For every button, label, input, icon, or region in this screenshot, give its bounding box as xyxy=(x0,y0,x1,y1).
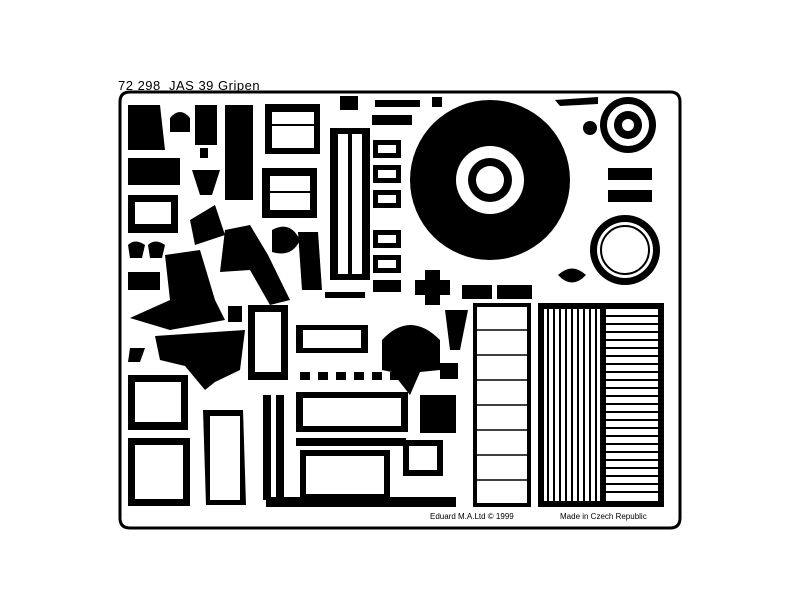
part-4 xyxy=(200,148,208,158)
part-35-panel xyxy=(538,303,664,507)
part-18-box xyxy=(265,104,320,154)
manufacturer-credit: Eduard M.A.Ltd © 1999 xyxy=(430,512,514,521)
part-46 xyxy=(228,306,242,322)
part-16 xyxy=(558,268,586,283)
part-36-wheel-disc xyxy=(410,100,570,260)
part-50-base xyxy=(266,497,456,507)
part-6 xyxy=(192,170,220,195)
sheet-code: 72 298 xyxy=(118,78,161,93)
part-51-row xyxy=(300,372,400,380)
part-5 xyxy=(190,205,225,245)
part-strip-small xyxy=(325,292,365,298)
part-29 xyxy=(372,115,412,125)
part-27 xyxy=(445,310,468,350)
part-1 xyxy=(128,105,165,150)
sheet-name: JAS 39 Gripen xyxy=(169,78,261,93)
part-31 xyxy=(583,121,597,135)
fret-title: 72 298 JAS 39 Gripen xyxy=(118,78,260,93)
part-33 xyxy=(555,97,598,106)
part-34-tall-panel xyxy=(473,303,531,507)
part-46-strip xyxy=(296,438,406,446)
part-8 xyxy=(128,241,145,258)
part-24a xyxy=(462,285,492,299)
part-panel-center xyxy=(155,330,245,390)
part-14 xyxy=(225,105,253,200)
part-42 xyxy=(276,395,284,500)
origin-label: Made in Czech Republic xyxy=(560,512,647,521)
part-25 xyxy=(432,97,442,107)
part-12-seat xyxy=(130,250,225,330)
part-20 xyxy=(340,96,358,110)
part-2 xyxy=(170,112,190,132)
part-11 xyxy=(128,272,160,290)
part-19 xyxy=(440,363,458,379)
part-34-ring xyxy=(590,215,660,285)
part-24b xyxy=(497,285,532,299)
part-13-seat xyxy=(220,225,290,305)
part-3 xyxy=(195,105,217,145)
part-32-gear xyxy=(600,97,656,153)
part-38 xyxy=(420,395,456,433)
part-15 xyxy=(272,226,300,254)
fret-frame xyxy=(118,90,682,530)
part-24-column xyxy=(373,140,401,292)
part-23 xyxy=(375,100,420,107)
part-25-cross xyxy=(415,270,450,305)
part-31-plate xyxy=(128,158,180,185)
part-17-box xyxy=(262,168,317,218)
part-41 xyxy=(263,395,271,500)
part-9 xyxy=(148,241,165,258)
part-32b xyxy=(608,168,652,180)
part-30 xyxy=(608,190,652,202)
part-22 xyxy=(128,348,145,362)
part-16b xyxy=(298,232,322,290)
part-23-ladder xyxy=(330,128,370,280)
part-28-panel xyxy=(382,325,440,395)
